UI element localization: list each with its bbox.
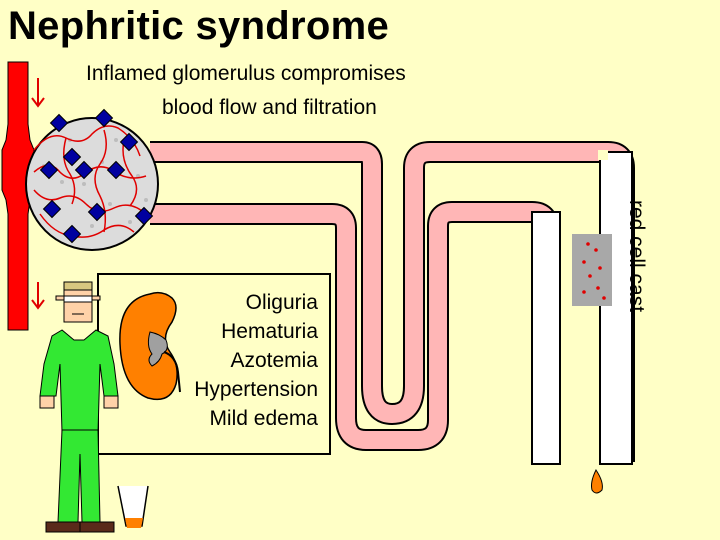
person-figure	[39, 281, 119, 533]
collecting-duct-outer	[599, 151, 633, 465]
symptom-item: Hypertension	[194, 378, 318, 401]
caption-line-1: Inflamed glomerulus compromises	[86, 62, 406, 85]
symptom-item: Azotemia	[230, 349, 318, 372]
urine-cup-icon	[117, 485, 149, 528]
kidney-icon	[119, 291, 181, 401]
down-arrow-icon	[31, 282, 45, 310]
symptom-item: Hematuria	[221, 320, 318, 343]
renal-artery	[1, 61, 35, 331]
caption-line-2: blood flow and filtration	[162, 96, 377, 119]
glomerulus-icon	[25, 108, 159, 251]
down-arrow-icon	[31, 78, 45, 108]
collecting-duct-inner	[531, 211, 561, 465]
red-cell-cast	[572, 234, 612, 306]
page-title: Nephritic syndrome	[8, 4, 390, 48]
urine-drop-icon	[591, 469, 603, 494]
symptom-item: Mild edema	[209, 407, 318, 430]
glasses	[63, 295, 93, 303]
red-cell-cast-label: red cell cast	[625, 200, 648, 313]
symptom-list: Oliguria Hematuria Azotemia Hypertension…	[172, 288, 318, 433]
symptom-item: Oliguria	[245, 291, 318, 314]
